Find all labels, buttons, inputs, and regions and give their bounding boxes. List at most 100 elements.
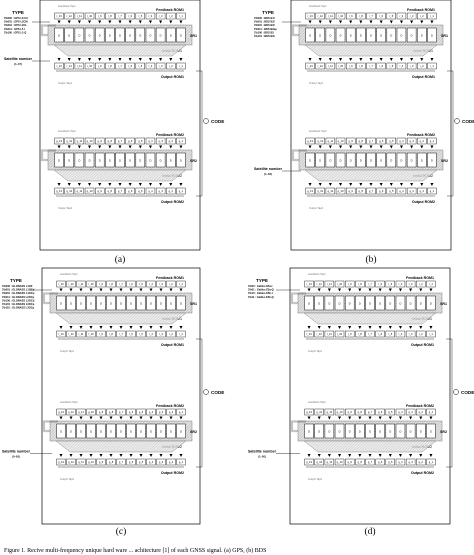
output-tap-cell-label: r_1: [179, 332, 183, 336]
shift-register-cell-label: D: [410, 302, 412, 306]
feedback-tap-cell-label: g_5: [139, 410, 144, 414]
and-gate: [379, 20, 383, 24]
feedback-tap-cell-label: r_9: [349, 14, 353, 18]
feedback-tap-cell-label: g_1: [430, 139, 435, 143]
output-tap-cell: [315, 62, 325, 70]
shift-register-cell-label: D: [411, 34, 413, 38]
shift-register-cell: [344, 295, 355, 311]
feedback-tap-cell-label: g_5: [389, 139, 394, 143]
feedback-tap-cell-label: r_7: [118, 14, 122, 18]
feedback-tap-cell: [64, 137, 74, 145]
feedback-tap-cell-label: r_8: [109, 282, 113, 286]
shift-register-cell: [135, 152, 146, 168]
and-gate: [179, 20, 183, 24]
output-tap-cell-label: r_9: [348, 332, 352, 336]
type-option: 3'b000 : GPS L1C/A: [4, 16, 28, 20]
feedback-tap-cell: [145, 137, 156, 145]
shift-register-cell: [417, 27, 427, 43]
output-tap-label: Output Tap1: [309, 81, 324, 85]
feedback-tap-cell: [417, 137, 427, 145]
feedback-tap-cell-label: g_12: [317, 139, 323, 143]
shift-register-cell-label: D: [170, 302, 172, 306]
output-tap-cell: [395, 458, 406, 466]
feedback-tap-cell-label: r_1: [179, 14, 183, 18]
output-and-gate: [338, 454, 342, 457]
output-and-gate: [307, 326, 311, 329]
feedback-tap-cell: [126, 280, 136, 288]
output-tap-cell-label: g_9: [348, 460, 353, 464]
feedback-tap-cell-label: r_12: [316, 282, 322, 286]
feedback-tap-cell: [96, 408, 106, 416]
output-tap-cell: [105, 62, 115, 70]
shift-register-cell-label: D: [411, 159, 413, 163]
feedback-tap-cell: [385, 408, 395, 416]
shift-register-cell: [344, 423, 355, 439]
output-tap-cell-label: r_9: [349, 64, 353, 68]
and-gate: [138, 145, 142, 149]
type-option: 3'b011 : BDS B2ap: [254, 27, 277, 31]
feedback-tap-cell-label: r_11: [77, 14, 83, 18]
output-and-gate: [398, 326, 402, 329]
and-gate: [368, 416, 372, 420]
output-tap-cell-label: r_4: [399, 64, 403, 68]
shift-register-cell-label: D: [160, 430, 162, 434]
output-tap-cell: [385, 330, 395, 338]
output-tap-cell-label: g_1: [430, 189, 435, 193]
feedback-tap-cell: [356, 12, 366, 20]
output-tap-cell-label: r_13: [58, 332, 64, 336]
output-tap-cell-label: g_5: [138, 189, 143, 193]
feedback-loop-band: [291, 24, 307, 37]
type-option: 3'b01 : Galileo E5a-Q: [248, 288, 274, 292]
and-gate: [88, 145, 92, 149]
shift-register-cell-label: D: [89, 34, 91, 38]
satellite-number-range: (1~50): [258, 454, 266, 458]
output-tap-cell-label: g_10: [337, 460, 343, 464]
output-and-gate: [109, 326, 113, 329]
feedback-tap-cell: [176, 280, 186, 288]
feedback-tap-cell: [66, 408, 76, 416]
shift-register-cell: [76, 423, 86, 439]
and-gate: [159, 20, 163, 24]
output-tap-cell: [54, 62, 64, 70]
and-gate: [348, 416, 352, 420]
feedback-tap-cell-label: g_2: [420, 139, 425, 143]
feedback-tap-cell: [396, 137, 407, 145]
code-xor-symbol: [453, 389, 459, 395]
output-and-gate: [308, 183, 312, 186]
and-gate: [79, 288, 83, 292]
output-and-gate: [169, 183, 173, 186]
feedback-tap-cell: [125, 137, 135, 145]
and-gate: [359, 20, 363, 24]
feedback-tap-cell: [115, 12, 125, 20]
shift-register-cell: [416, 423, 426, 439]
feedback-tap-cell: [346, 137, 356, 145]
feedback-tap-cell-label: r_3: [159, 282, 163, 286]
feedback-tap-cell: [376, 12, 386, 20]
feedback-tap-cell: [427, 12, 437, 20]
shift-register-cell: [166, 295, 176, 311]
shift-register-cell-label: D: [70, 430, 72, 434]
output-tap-cell: [405, 330, 416, 338]
feedback-tap-cell: [355, 280, 365, 288]
shift-register-cell: [86, 423, 96, 439]
feedback-tap-cell-label: r_3: [410, 14, 414, 18]
shift-register-cell: [405, 423, 416, 439]
feedback-tap-cell: [74, 137, 85, 145]
feedback-tap-cell: [355, 408, 365, 416]
feedback-tap-cell: [405, 408, 416, 416]
output-and-gate: [307, 454, 311, 457]
output-tap-cell: [84, 187, 95, 195]
shift-register-cell-label: D: [379, 302, 381, 306]
output-and-gate: [410, 58, 414, 61]
feedback-loop-band: [40, 24, 56, 37]
and-gate: [99, 416, 103, 420]
output-and-gate: [57, 58, 61, 61]
output-tap-cell: [346, 62, 356, 70]
output-tap-cell: [56, 330, 66, 338]
feedback-tap-cell: [116, 408, 126, 416]
shift-register-cell: [105, 27, 115, 43]
output-and-gate: [379, 58, 383, 61]
shift-register-label: SR2: [440, 430, 447, 434]
